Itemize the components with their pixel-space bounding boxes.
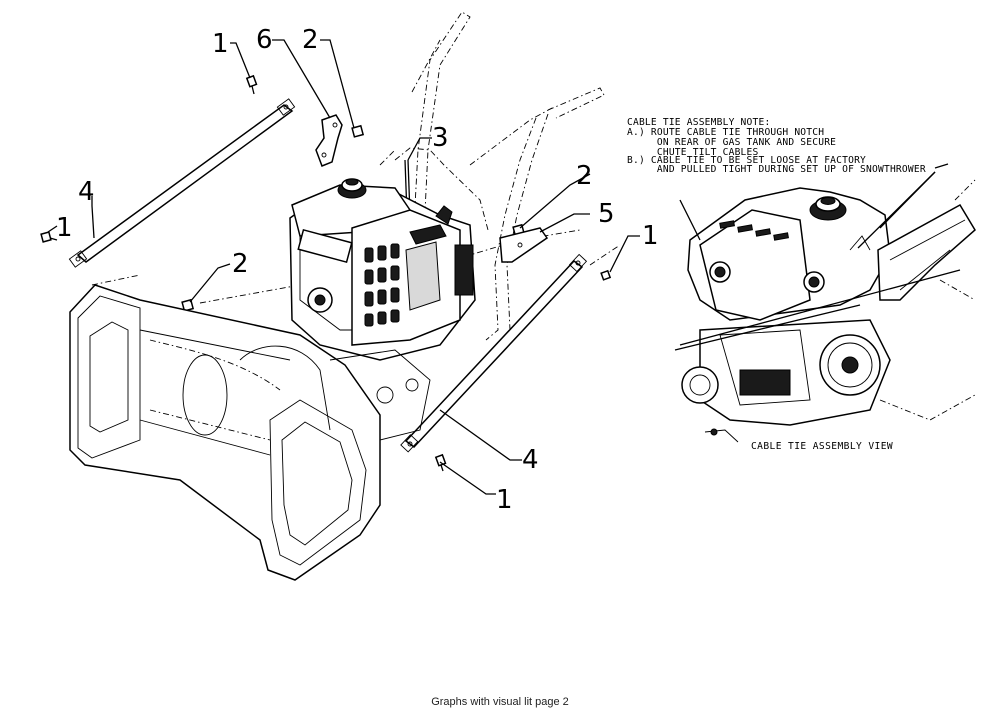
- nut-2-top: [351, 124, 365, 138]
- callout-1: 1: [642, 221, 659, 251]
- callout-1: 1: [496, 485, 513, 515]
- callout-2: 2: [576, 161, 593, 191]
- note-line: AND PULLED TIGHT DURING SET UP OF SNOWTH…: [627, 164, 926, 175]
- brace-bar-left: [68, 98, 296, 268]
- callout-4: 4: [522, 445, 539, 475]
- auger-housing: [69, 284, 431, 581]
- note-line: CHUTE TILT CABLES: [627, 147, 758, 158]
- callout-6: 6: [256, 25, 273, 55]
- bolt-1-top: [245, 74, 258, 95]
- callout-1: 1: [212, 29, 229, 59]
- cable-tie-detail-view: [674, 163, 976, 443]
- gas-cap: [337, 178, 367, 199]
- bolt-1-left: [40, 231, 58, 243]
- note-line: B.) CABLE TIE TO BE SET LOOSE AT FACTORY: [627, 155, 866, 166]
- engine: [289, 178, 476, 361]
- callout-1: 1: [56, 213, 73, 243]
- callout-4: 4: [78, 177, 95, 207]
- page-footer: Graphs with visual lit page 2: [431, 696, 569, 708]
- note-line: ON REAR OF GAS TANK AND SECURE: [627, 137, 836, 148]
- leader-lines: [47, 39, 640, 495]
- brace-bar-right: [400, 253, 588, 453]
- bracket-5: [499, 227, 549, 263]
- detail-view-caption: CABLE TIE ASSEMBLY VIEW: [751, 441, 893, 452]
- callouts: 1 6 2 3 4 1 2 2 5 1 4 1: [56, 25, 659, 515]
- nut-2-left: [181, 298, 195, 312]
- callout-2: 2: [302, 25, 319, 55]
- detail-engine-fins: [719, 220, 789, 241]
- bolt-1-bottom: [434, 453, 447, 472]
- bolt-1-right: [600, 269, 612, 281]
- note-line: CABLE TIE ASSEMBLY NOTE:: [627, 117, 770, 128]
- bracket-6: [315, 114, 343, 167]
- note-line: A.) ROUTE CABLE TIE THROUGH NOTCH: [627, 127, 824, 138]
- callout-3: 3: [432, 123, 449, 153]
- callout-2: 2: [232, 249, 249, 279]
- engine-fins: [364, 243, 400, 327]
- callout-5: 5: [598, 199, 615, 229]
- assembly-note: CABLE TIE ASSEMBLY NOTE: A.) ROUTE CABLE…: [627, 117, 926, 175]
